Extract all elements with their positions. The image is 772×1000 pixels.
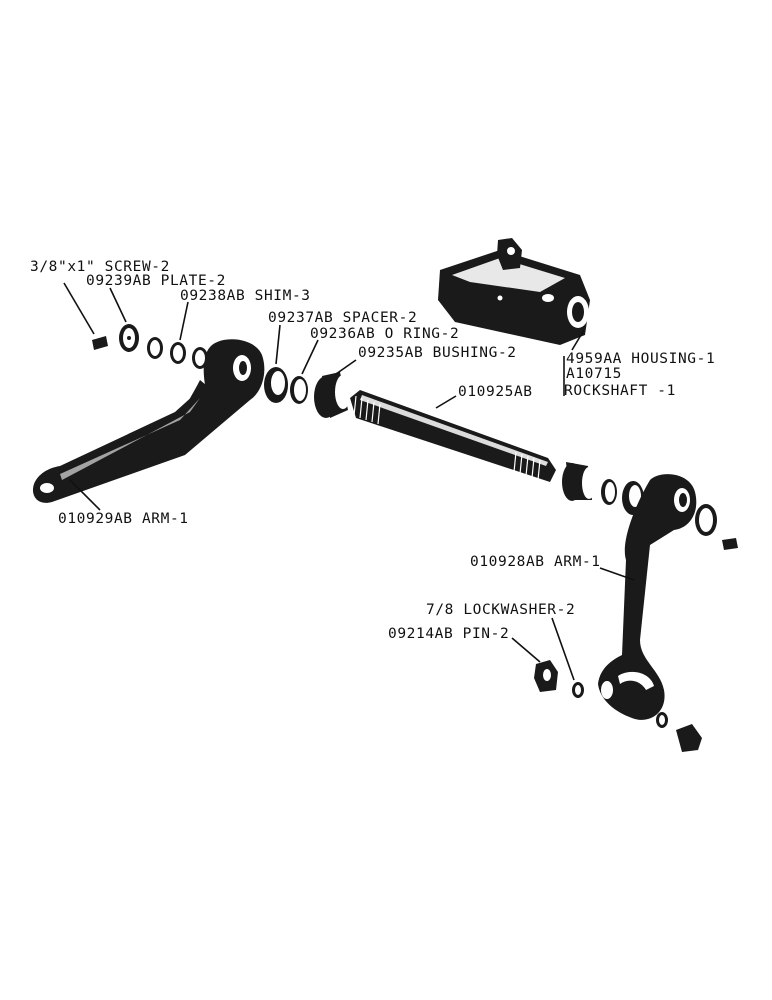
bushing-part	[314, 372, 351, 418]
label-arm-left: 010929AB ARM-1	[58, 511, 189, 527]
pin-part-left	[534, 660, 558, 692]
label-plate: 09239AB PLATE-2	[86, 273, 226, 289]
lockwasher-part-right	[656, 712, 668, 728]
label-arm-right: 010928AB ARM-1	[470, 554, 601, 570]
bushing-part-right	[562, 462, 596, 501]
right-arm-part	[598, 474, 697, 720]
label-housing-2: A10715	[566, 366, 622, 382]
label-shim: 09238AB SHIM-3	[180, 288, 311, 304]
leader-lines	[63, 282, 635, 681]
label-lockwasher: 7/8 LOCKWASHER-2	[426, 602, 575, 618]
label-housing-3: ROCKSHAFT -1	[564, 383, 676, 399]
screw-part-left	[92, 336, 108, 350]
screw-part-right	[722, 538, 738, 550]
oring-part-right	[601, 479, 617, 505]
label-shaft: 010925AB	[458, 384, 533, 400]
rockshaft-part	[350, 390, 556, 482]
plate-part	[119, 324, 139, 352]
left-arm-part	[32, 339, 265, 503]
label-housing-1: 4959AA HOUSING-1	[566, 351, 715, 367]
housing-part	[438, 238, 590, 345]
label-screw: 3/8"x1" SCREW-2	[30, 259, 170, 275]
oring-part	[290, 376, 308, 404]
lockwasher-part-left	[572, 682, 584, 698]
label-bushing: 09235AB BUSHING-2	[358, 345, 517, 361]
label-pin: 09214AB PIN-2	[388, 626, 509, 642]
spacer-part	[264, 367, 288, 403]
label-spacer: 09237AB SPACER-2	[268, 310, 417, 326]
pin-part-right	[676, 724, 702, 752]
label-oring: 09236AB O RING-2	[310, 326, 459, 342]
shim-parts	[147, 337, 208, 369]
plate-part-right	[695, 504, 717, 536]
part-labels: 3/8"x1" SCREW-2 09239AB PLATE-2 09238AB …	[30, 259, 715, 642]
